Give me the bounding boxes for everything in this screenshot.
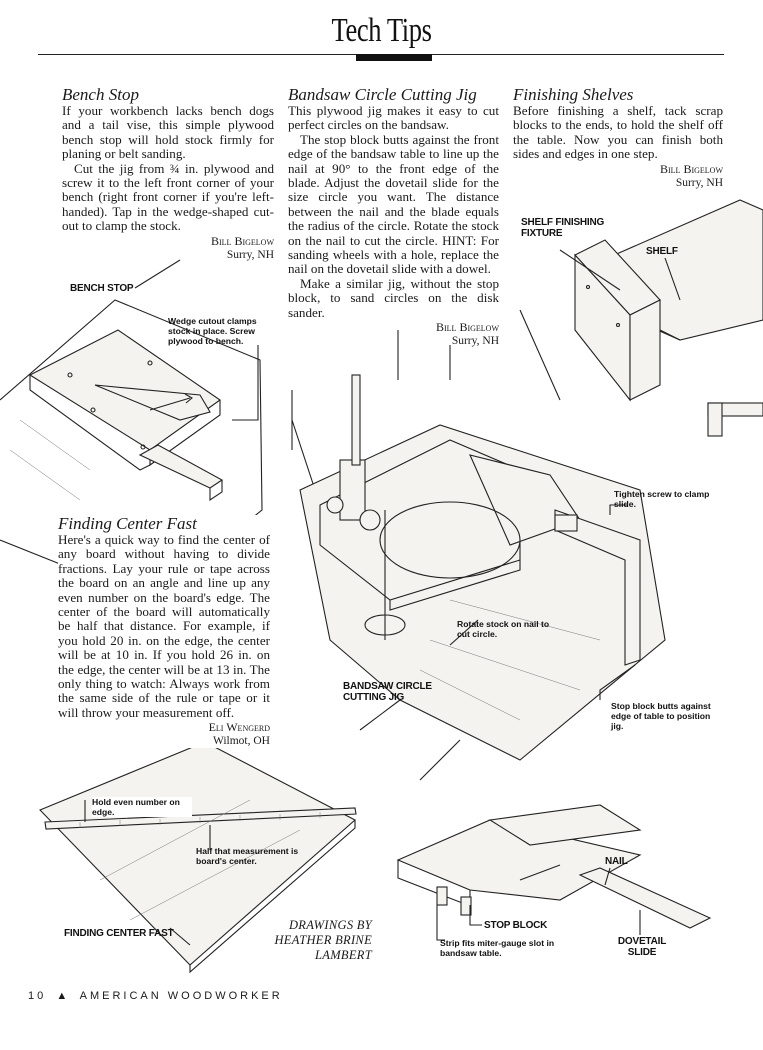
bandsaw-article: Bandsaw Circle Cutting Jig This plywood …	[288, 86, 499, 348]
shelves-author: Bill Bigelow	[660, 161, 723, 176]
center-article: Finding Center Fast Here's a quick way t…	[58, 514, 270, 749]
bandsaw-para-3: Make a similar jig, without the stop blo…	[288, 275, 499, 320]
header-tab-bar	[356, 54, 432, 61]
bandsaw-para-1: This plywood jig makes it easy to cut pe…	[288, 103, 499, 133]
label-finding-center: FINDING CENTER FAST	[64, 928, 174, 939]
magazine-name: AMERICAN WOODWORKER	[79, 990, 283, 1002]
label-half: Half that measurement is board's center.	[196, 846, 299, 866]
bench-stop-para-2: Cut the jig from ¾ in. plywood and screw…	[62, 160, 274, 234]
page-number: 10	[28, 990, 47, 1002]
label-hold-even: Hold even number on edge.	[92, 797, 192, 817]
label-nail: NAIL	[605, 856, 628, 867]
bandsaw-drawing	[291, 330, 666, 781]
drawings-credit: DRAWINGS BY HEATHER BRINE LAMBERT	[274, 918, 372, 962]
center-author: Eli Wengerd	[208, 720, 270, 735]
label-shelf: SHELF	[646, 246, 678, 257]
shelf-drawing	[519, 199, 763, 437]
label-bench-stop: BENCH STOP	[70, 283, 134, 294]
label-tighten: Tighten screw to clamp slide.	[614, 489, 710, 509]
bench-stop-para-1: If your workbench lacks bench dogs and a…	[62, 103, 274, 162]
label-rotate: Rotate stock on nail to cut circle.	[457, 619, 550, 639]
center-location: Wilmot, OH	[212, 735, 270, 748]
bandsaw-para-2: The stop block butts against the front e…	[288, 131, 499, 277]
shelves-article: Finishing Shelves Before finishing a she…	[513, 86, 723, 190]
bandsaw-title: Bandsaw Circle Cutting Jig	[288, 85, 477, 104]
shelves-para-1: Before finishing a shelf, tack scrap blo…	[513, 103, 723, 162]
bench-stop-author: Bill Bigelow	[211, 233, 274, 248]
page-title: Tech Tips	[331, 12, 432, 49]
label-stop-butts: Stop block butts against edge of table t…	[611, 701, 711, 731]
bench-stop-article: Bench Stop If your workbench lacks bench…	[62, 86, 274, 262]
center-title: Finding Center Fast	[58, 514, 197, 533]
label-strip: Strip fits miter-gauge slot in bandsaw t…	[440, 938, 555, 958]
label-shelf-fixture: SHELF FINISHING FIXTURE	[521, 217, 605, 239]
bandsaw-author: Bill Bigelow	[436, 320, 499, 335]
bench-stop-title: Bench Stop	[62, 85, 139, 104]
label-stop-block: STOP BLOCK	[484, 920, 548, 931]
shelves-title: Finishing Shelves	[513, 85, 634, 104]
shelves-location: Surry, NH	[675, 176, 723, 189]
label-wedge: Wedge cutout clamps stock in place. Scre…	[168, 316, 257, 346]
triangle-icon: ▲	[56, 990, 71, 1002]
label-bandsaw-jig: BANDSAW CIRCLE CUTTING JIG	[343, 681, 432, 703]
bench-stop-location: Surry, NH	[226, 248, 274, 261]
center-para-1: Here's a quick way to find the center of…	[58, 532, 270, 720]
label-dovetail: DOVETAIL SLIDE	[617, 936, 667, 958]
page-footer: 10 ▲ AMERICAN WOODWORKER	[28, 990, 283, 1002]
bench-stop-drawing	[0, 259, 263, 601]
bandsaw-location: Surry, NH	[451, 335, 499, 348]
jig-detail-drawing	[396, 804, 712, 941]
